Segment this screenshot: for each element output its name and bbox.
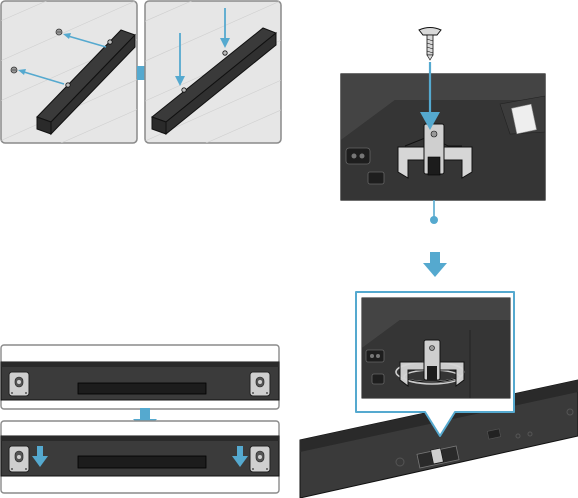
cable-holder-icon <box>397 123 473 179</box>
down-arrow-icon <box>232 446 248 467</box>
bar-front-top <box>0 344 280 410</box>
wall-bracket-icon <box>8 371 30 397</box>
power-port-icon <box>365 349 385 363</box>
wall-screw-icon <box>55 28 63 36</box>
detail-screw-holder <box>340 73 546 201</box>
wall-bracket-icon <box>249 445 271 473</box>
label-sticker <box>511 103 537 135</box>
down-arrow-icon <box>32 446 48 467</box>
wall-bracket-icon <box>249 371 271 397</box>
screw-icon <box>418 27 442 61</box>
speaker-grille <box>77 382 207 395</box>
down-arrow-icon <box>220 8 230 48</box>
wall-screw-icon <box>10 66 18 74</box>
port-icon <box>367 171 385 185</box>
panel-mount-holes <box>0 0 138 144</box>
mount-hole-icon <box>65 82 71 88</box>
wall-bracket-icon <box>8 445 30 473</box>
cable-wrap-icon <box>395 339 465 387</box>
zoom-callout <box>355 291 515 437</box>
panel-insert-screws <box>144 0 282 144</box>
align-arrow-icon <box>63 33 107 48</box>
power-port-icon <box>345 147 371 165</box>
port-icon <box>371 373 385 385</box>
align-arrow-icon <box>18 69 65 85</box>
callout-pointer <box>430 200 438 224</box>
soundbar-back <box>150 27 277 136</box>
cable-holder-icon <box>416 445 460 469</box>
mount-hole-icon <box>222 50 228 56</box>
down-arrow-icon <box>175 33 185 86</box>
down-arrow-icon <box>420 62 440 130</box>
mount-hole-icon <box>107 39 113 45</box>
bar-front-bottom <box>0 420 280 494</box>
speaker-grille <box>77 455 207 469</box>
down-arrow-icon <box>423 252 447 277</box>
soundbar-back <box>36 29 136 136</box>
mount-hole-icon <box>181 87 187 93</box>
